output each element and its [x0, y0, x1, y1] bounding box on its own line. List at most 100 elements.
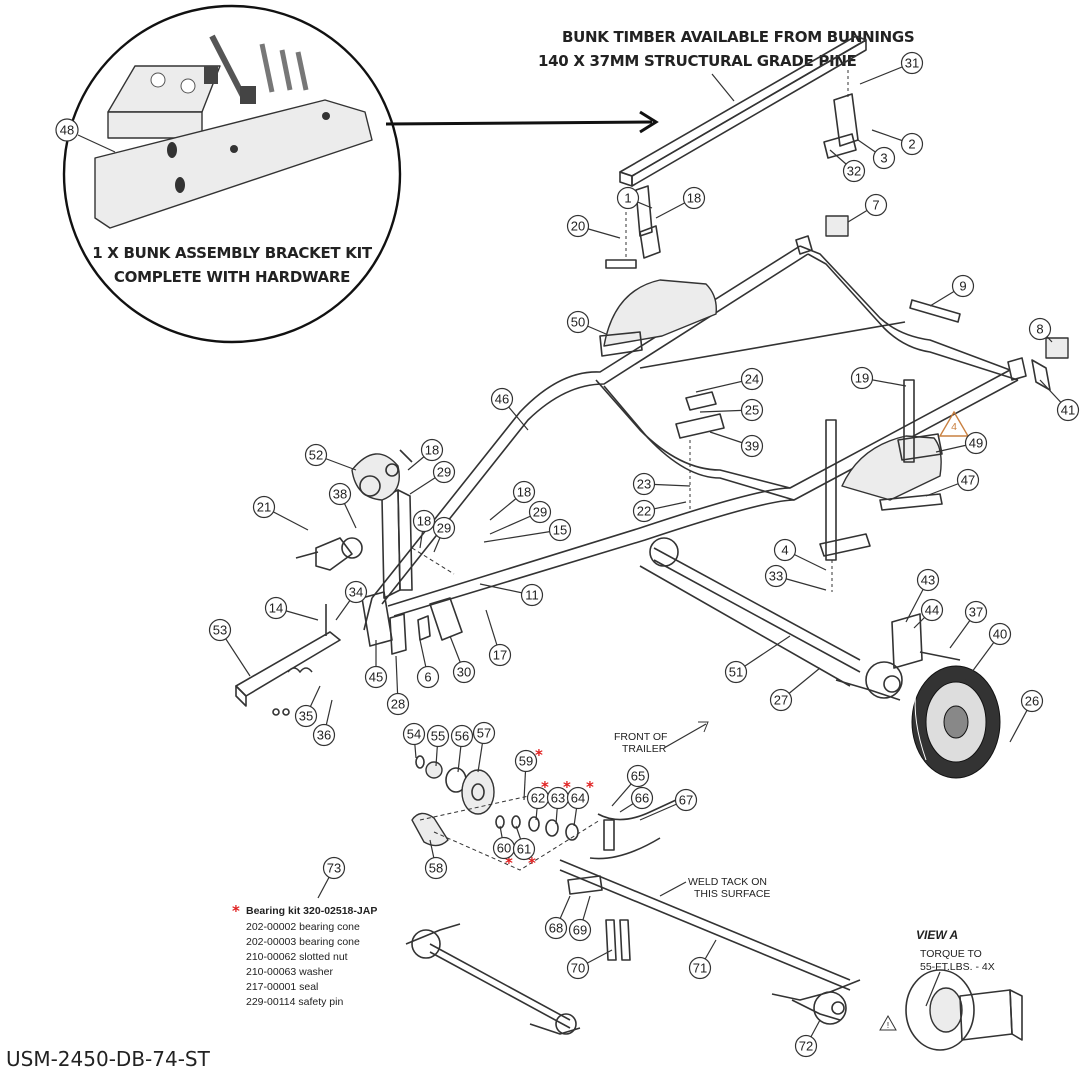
svg-text:210-00062 slotted nut: 210-00062 slotted nut	[246, 951, 348, 963]
wheel	[911, 665, 1001, 779]
callout-circle	[566, 786, 590, 810]
callout-circle	[420, 438, 444, 462]
callout-number: 28	[391, 697, 405, 712]
callout-number: 47	[961, 473, 975, 488]
callout-circle	[544, 916, 568, 940]
bearing-kit-title: Bearing kit 320-02518-JAP	[246, 905, 377, 917]
callout-4: 4	[773, 538, 827, 571]
callout-23: 23	[632, 472, 691, 496]
callout-49: 49	[935, 431, 988, 455]
callout-circle	[616, 186, 640, 210]
callout-number: 54	[407, 727, 421, 742]
inset-caption-line2: COMPLETE WITH HARDWARE	[114, 268, 350, 286]
callout-circle	[512, 837, 536, 861]
callout-circle	[988, 622, 1012, 646]
callout-circle	[548, 518, 572, 542]
callout-circle	[864, 193, 888, 217]
callout-73: 73	[317, 856, 346, 899]
callout-circle	[568, 918, 592, 942]
callout-circle	[1028, 317, 1052, 341]
callout-number: 56	[455, 729, 469, 744]
callout-number: 8	[1036, 322, 1043, 337]
callout-circle	[740, 434, 764, 458]
svg-text:*: *	[541, 778, 549, 796]
callout-69: 69	[568, 895, 592, 942]
callout-58: 58	[424, 839, 448, 880]
callout-circle	[674, 788, 698, 812]
callout-34: 34	[335, 580, 368, 621]
callout-2: 2	[871, 129, 924, 156]
inset-caption-line1: 1 X BUNK ASSEMBLY BRACKET KIT	[92, 244, 373, 262]
callout-68: 68	[544, 895, 571, 940]
trailer-frame	[361, 235, 1027, 647]
callout-number: 61	[517, 842, 531, 857]
callout-circle	[916, 568, 940, 592]
brake-plate-44	[891, 613, 923, 669]
pad-24	[685, 391, 717, 411]
svg-text:217-00001 seal: 217-00001 seal	[246, 981, 318, 993]
svg-text:*: *	[528, 854, 536, 872]
callout-circle	[1020, 689, 1044, 713]
callout-number: 45	[369, 670, 383, 685]
callout-number: 51	[729, 665, 743, 680]
callout-number: 18	[425, 443, 439, 458]
callout-circle	[364, 665, 388, 689]
callout-1: 1	[616, 186, 653, 210]
callout-18: 18	[407, 438, 444, 471]
callout-leader	[483, 529, 561, 543]
callout-number: 29	[437, 521, 451, 536]
callout-number: 14	[269, 601, 283, 616]
callout-number: 34	[349, 585, 363, 600]
callout-number: 50	[571, 315, 585, 330]
callout-circle	[920, 598, 944, 622]
callout-number: 30	[457, 665, 471, 680]
callout-circle	[872, 146, 896, 170]
callout-25: 25	[699, 398, 764, 422]
callout-52: 52	[304, 443, 357, 471]
svg-text:TORQUE TO: TORQUE TO	[920, 948, 982, 960]
svg-text:*: *	[563, 778, 571, 796]
callout-circle	[740, 398, 764, 422]
callout-circle	[386, 692, 410, 716]
callout-11: 11	[479, 583, 544, 607]
callout-number: 25	[745, 403, 759, 418]
callout-circle	[764, 564, 788, 588]
callout-number: 18	[417, 514, 431, 529]
callout-43: 43	[905, 568, 940, 623]
callout-number: 32	[847, 164, 861, 179]
callout-21: 21	[252, 495, 309, 531]
callout-circle	[850, 366, 874, 390]
callout-circle	[566, 214, 590, 238]
callout-number: 29	[533, 505, 547, 520]
callout-20: 20	[566, 214, 621, 239]
callout-15: 15	[483, 518, 572, 543]
callout-circle	[472, 721, 496, 745]
weld-label-2: THIS SURFACE	[694, 888, 770, 900]
callout-71: 71	[688, 939, 717, 980]
bunk-timber	[619, 35, 867, 187]
callout-circle	[1056, 398, 1080, 422]
svg-text:210-00063 washer: 210-00063 washer	[246, 966, 333, 978]
callout-circle	[630, 786, 654, 810]
callout-50: 50	[566, 310, 607, 335]
inset-callout: 48	[60, 123, 74, 138]
spring-hanger-47	[879, 493, 943, 511]
callout-56: 56	[450, 724, 474, 773]
svg-text:*: *	[505, 854, 513, 872]
callout-46: 46	[490, 387, 529, 431]
callout-66: 66	[619, 786, 654, 813]
view-a: VIEW A TORQUE TO 55-FT.LBS. - 4X !	[879, 928, 1023, 1051]
callout-8: 8	[1028, 317, 1053, 343]
callout-19: 19	[850, 366, 907, 390]
callout-number: 38	[333, 487, 347, 502]
callout-number: 31	[905, 56, 919, 71]
callout-circle	[528, 500, 552, 524]
callout-number: 65	[631, 769, 645, 784]
callout-26: 26	[1009, 689, 1044, 743]
callout-circle	[304, 443, 328, 467]
callout-circle	[514, 749, 538, 773]
callout-63: 63	[546, 786, 570, 825]
callout-circle	[724, 660, 748, 684]
callout-number: 67	[679, 793, 693, 808]
callout-70: 70	[566, 949, 613, 980]
